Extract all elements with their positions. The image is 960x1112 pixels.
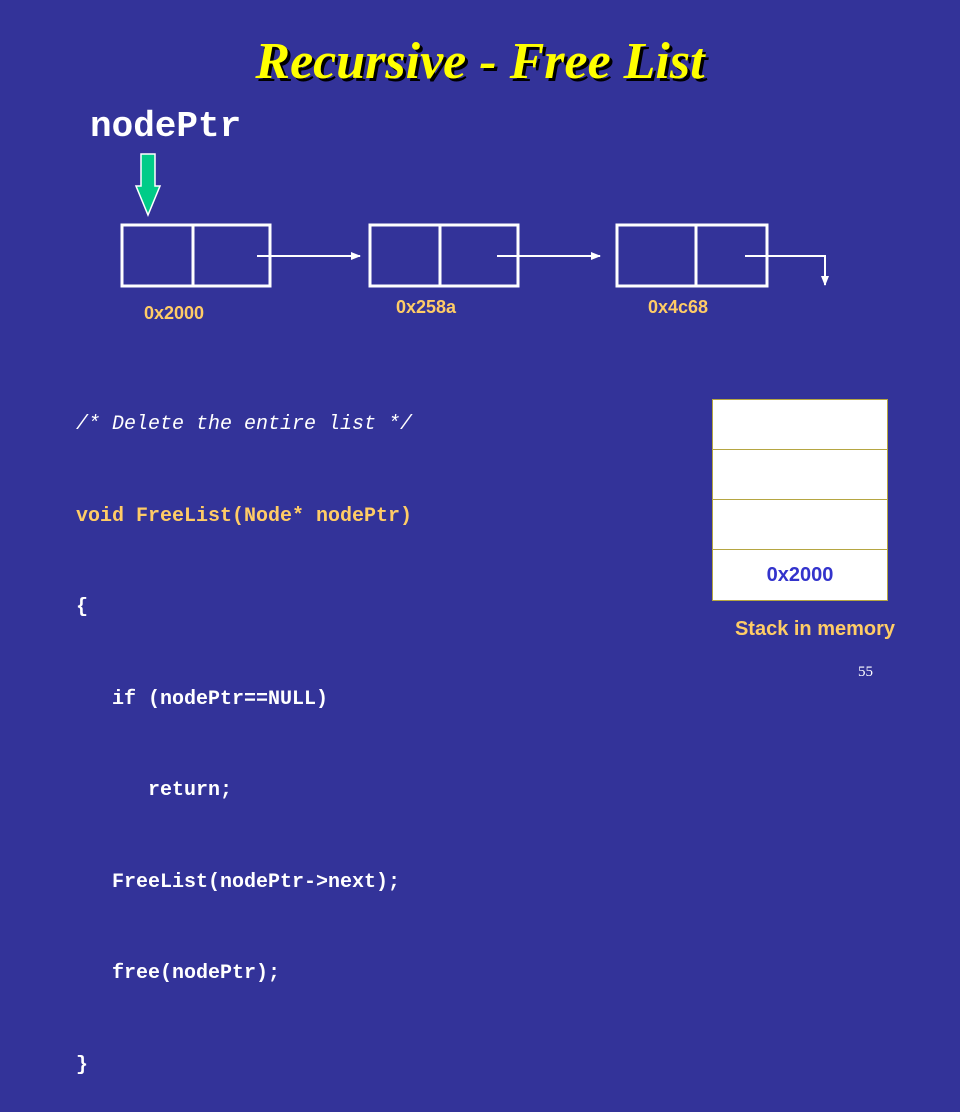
- code-line-1: /* Delete the entire list */: [76, 413, 413, 436]
- code-line-3: {: [76, 596, 89, 619]
- stack-cell-1: [713, 400, 887, 450]
- slide-title: Recursive - Free List: [255, 33, 705, 90]
- list-node-1: [120, 223, 272, 288]
- node-pointer-label: nodePtr: [90, 106, 242, 147]
- memory-stack: 0x2000: [712, 399, 888, 601]
- list-node-2: [368, 223, 520, 288]
- node-address-1: 0x2000: [144, 303, 205, 323]
- stack-cell-3: [713, 500, 887, 550]
- node-pointer-arrow: [134, 153, 162, 217]
- stack-cell-4: 0x2000: [766, 563, 834, 586]
- code-line-7: free(nodePtr);: [76, 962, 281, 985]
- list-node-3: [615, 223, 769, 288]
- code-line-8: }: [76, 1053, 89, 1077]
- page-number: 55: [858, 664, 873, 680]
- code-line-4: if (nodePtr==NULL): [76, 687, 329, 711]
- node-address-2: 0x258a: [396, 297, 457, 317]
- code-block: /* Delete the entire list */ void FreeLi…: [76, 349, 412, 1112]
- code-line-6: FreeList(nodePtr->next);: [76, 870, 401, 894]
- null-arrow: [745, 255, 829, 286]
- linked-list-diagram: [120, 153, 829, 288]
- node-address-3: 0x4c68: [648, 297, 709, 317]
- code-line-2: void FreeList(Node* nodePtr): [76, 504, 413, 528]
- stack-label: Stack in memory: [734, 618, 896, 640]
- code-line-5: return;: [76, 779, 233, 802]
- stack-cell-2: [713, 450, 887, 500]
